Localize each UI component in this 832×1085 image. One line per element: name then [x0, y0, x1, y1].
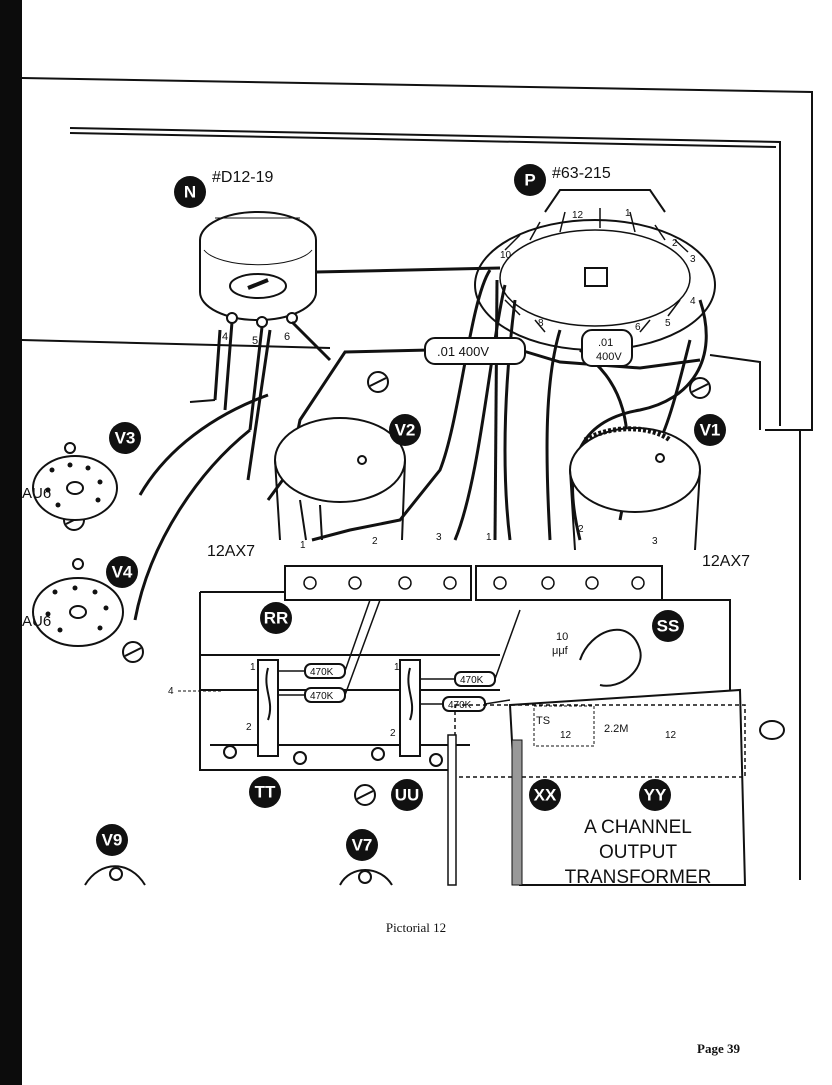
capacitor-01-400v-right: .01 400V — [581, 329, 633, 367]
uu-lug-2: 2 — [390, 728, 396, 739]
tag-V4: V4 — [112, 563, 133, 582]
tt-lug-1: 1 — [250, 662, 256, 673]
tag-N: N — [184, 183, 196, 202]
switch-P-lug-12: 12 — [572, 210, 584, 221]
lead-4-label: 4 — [168, 686, 174, 697]
tag-V1-badge — [694, 414, 726, 446]
tag-TT-badge — [249, 776, 281, 808]
tube-socket-V3 — [32, 442, 118, 521]
tag-V3: V3 — [115, 429, 136, 448]
tag-V9: V9 — [102, 831, 123, 850]
tube-socket-V9 — [84, 865, 146, 886]
tag-V1: V1 — [700, 421, 721, 440]
capacitor-right-label-2: 400V — [596, 351, 622, 363]
tag-SS: SS — [657, 617, 680, 636]
transformer-lug-12b: 12 — [665, 730, 677, 741]
cap-10-label: 10 — [556, 631, 568, 643]
tag-YY: YY — [644, 786, 667, 805]
tag-UU: UU — [395, 786, 420, 805]
tag-XX: XX — [534, 786, 557, 805]
transformer-label-line3: TRANSFORMER — [565, 867, 712, 888]
switch-P: 10 12 1 2 3 4 5 6 8 — [474, 189, 716, 351]
tube-V4-type: AU6 — [22, 613, 51, 630]
capacitor-top-label: .01 400V — [437, 344, 489, 359]
page-edge-shadow — [0, 0, 22, 1085]
switch-P-lug-3: 3 — [690, 254, 696, 265]
terminal-strip-TT — [223, 659, 307, 765]
tube-V3-type: AU6 — [22, 485, 51, 502]
chassis-outline — [21, 77, 813, 880]
resistor-470k-4: 470K — [442, 696, 486, 712]
control-N-lug-4: 4 — [222, 331, 228, 343]
output-transformer: TS 12 2.2M 12 A CHANNEL OUTPUT TRANSFORM… — [447, 688, 747, 888]
tube-shield-V2 — [274, 417, 406, 541]
tag-TT: TT — [255, 783, 276, 802]
resistor-470k-2-label: 470K — [310, 691, 334, 702]
v2-pin-1: 1 — [300, 540, 306, 551]
switch-P-lug-4: 4 — [690, 296, 696, 307]
switch-P-lug-5: 5 — [665, 318, 671, 329]
tag-V2-badge — [389, 414, 421, 446]
tag-V3-badge — [109, 422, 141, 454]
tag-P: P — [524, 171, 535, 190]
tag-SS-badge — [652, 610, 684, 642]
control-N-lug-6: 6 — [284, 331, 290, 343]
tag-V7-badge — [346, 829, 378, 861]
v2-pin-2: 2 — [372, 536, 378, 547]
transformer-mount-nut — [759, 720, 785, 740]
capacitor-10uuf: 10 μμf — [552, 628, 642, 687]
figure-caption: Pictorial 12 — [385, 920, 447, 935]
pin-1-mid: 1 — [486, 532, 492, 543]
tag-P-badge — [514, 164, 546, 196]
tube-socket-V7 — [339, 869, 393, 886]
wire-harness — [133, 266, 708, 621]
resistor-470k-3-label: 470K — [460, 675, 484, 686]
resistor-470k-3: 470K — [454, 671, 496, 687]
tag-V2: V2 — [395, 421, 416, 440]
switch-P-part-number: #63-215 — [552, 165, 611, 182]
resistor-470k-4-label: 470K — [448, 700, 472, 711]
switch-P-lug-8: 8 — [538, 318, 544, 329]
tag-V4-badge — [106, 556, 138, 588]
tag-N-badge — [174, 176, 206, 208]
tube-socket-V4 — [32, 558, 124, 647]
tag-RR-badge — [260, 602, 292, 634]
transformer-label-line1: A CHANNEL — [584, 817, 692, 838]
page-number: Page 39 — [697, 1041, 740, 1056]
tag-YY-badge — [639, 779, 671, 811]
pin-3-mid: 3 — [436, 532, 442, 543]
resistor-470k-1: 470K — [304, 663, 346, 679]
uu-lug-1: 1 — [394, 662, 400, 673]
v1-pin-2: 2 — [578, 524, 584, 535]
capacitor-right-label-1: .01 — [598, 337, 613, 349]
control-N: 4 5 6 — [189, 211, 332, 481]
cap-uuf-label: μμf — [552, 645, 569, 657]
terminal-strip-RR-SS — [284, 565, 663, 601]
control-N-part-number: #D12-19 — [212, 169, 273, 186]
transformer-lug-12a: 12 — [560, 730, 572, 741]
tag-UU-badge — [391, 779, 423, 811]
resistor-2-2m-label: 2.2M — [604, 723, 628, 735]
capacitor-01-400v-top: .01 400V — [424, 337, 526, 365]
resistor-470k-1-label: 470K — [310, 667, 334, 678]
terminal-strip-UU — [371, 659, 443, 767]
transformer-label-line2: OUTPUT — [599, 842, 678, 863]
transformer-ts-label: TS — [536, 715, 550, 727]
tube-V1-type: 12AX7 — [702, 553, 750, 570]
tag-RR: RR — [264, 609, 289, 628]
tag-V9-badge — [96, 824, 128, 856]
tube-shield-V1 — [569, 426, 701, 551]
switch-P-lug-6: 6 — [635, 322, 641, 333]
control-N-lug-5: 5 — [252, 335, 258, 347]
switch-P-lug-2: 2 — [672, 238, 678, 249]
resistor-470k-2: 470K — [304, 687, 346, 703]
switch-P-lug-10: 10 — [500, 250, 512, 261]
tt-lug-2: 2 — [246, 722, 252, 733]
tag-XX-badge — [529, 779, 561, 811]
tag-V7: V7 — [352, 836, 373, 855]
switch-P-lug-1: 1 — [625, 208, 631, 219]
v1-pin-3: 3 — [652, 536, 658, 547]
tube-V2-type: 12AX7 — [207, 543, 255, 560]
